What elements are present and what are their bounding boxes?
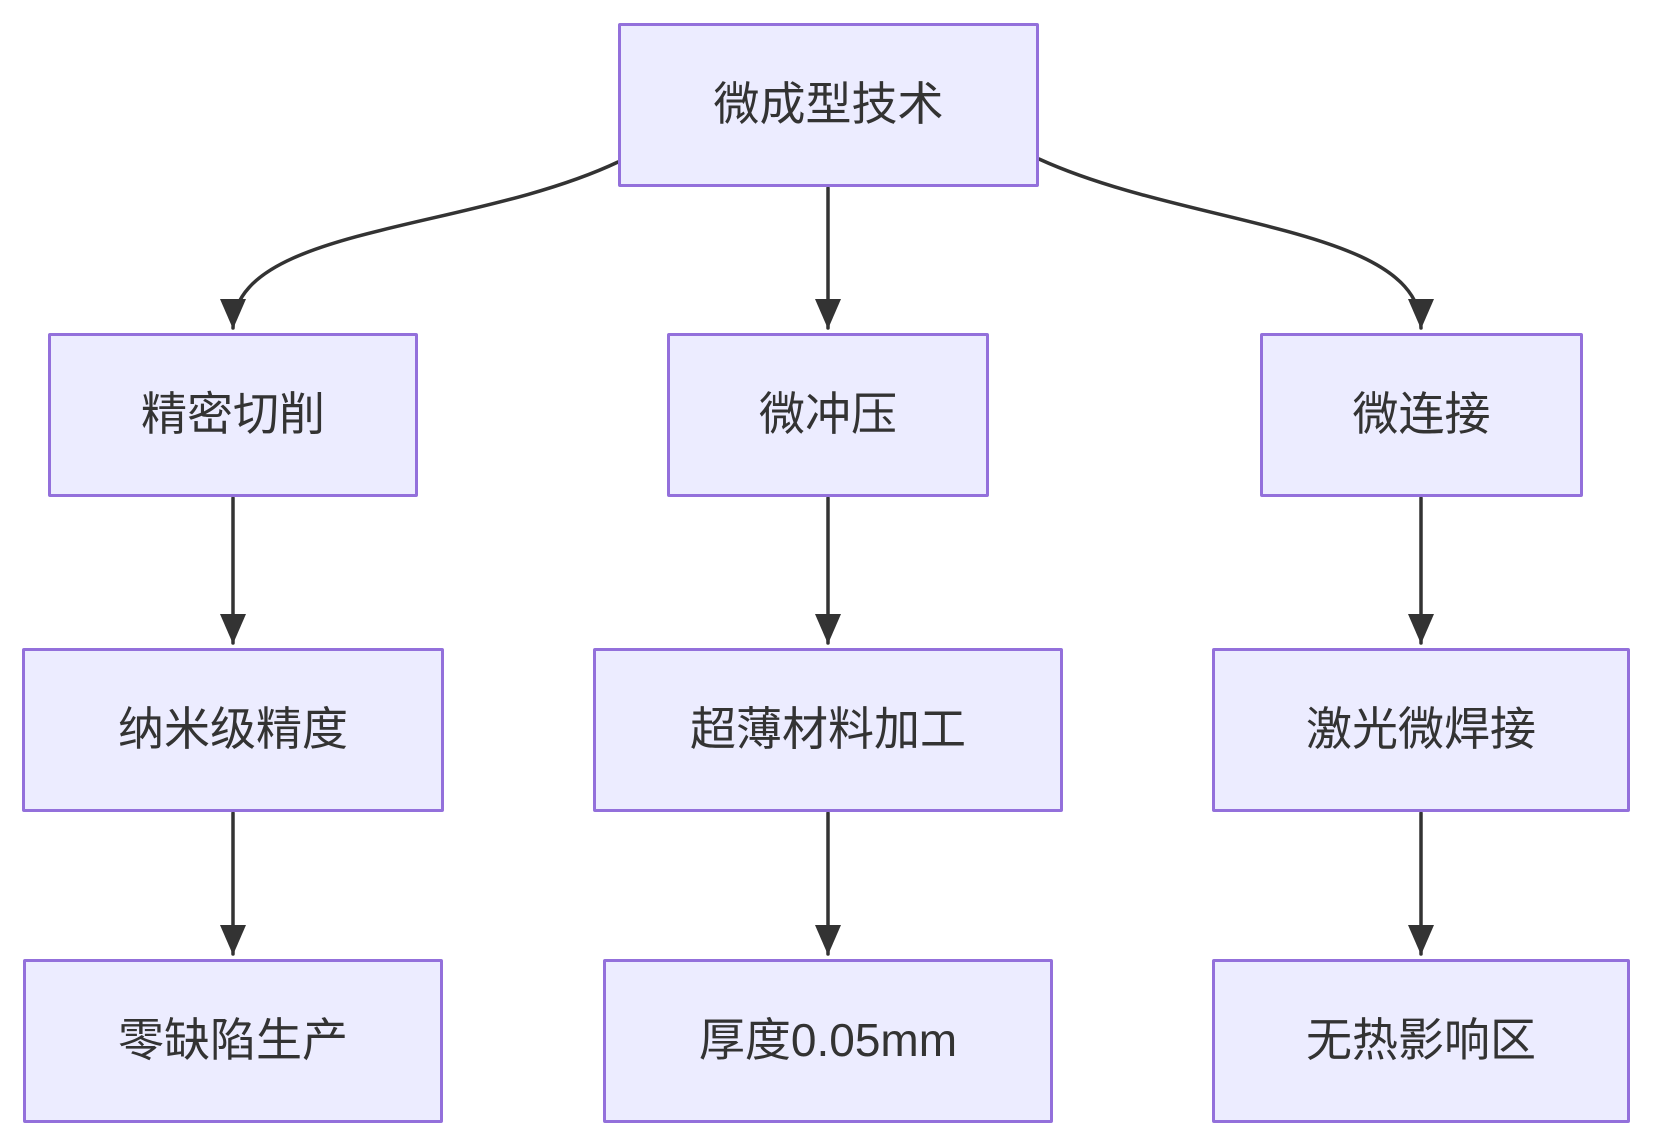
node-micro-stamping: 微冲压 xyxy=(667,333,989,497)
node-nanometer-precision: 纳米级精度 xyxy=(22,648,444,812)
node-label: 激光微焊接 xyxy=(1306,703,1536,756)
node-label: 零缺陷生产 xyxy=(118,1014,348,1067)
edge-root-joining xyxy=(1037,157,1434,330)
node-label: 厚度0.05mm xyxy=(698,1014,958,1067)
node-label: 纳米级精度 xyxy=(118,703,348,756)
node-micro-joining: 微连接 xyxy=(1260,333,1583,497)
node-no-heat-affected-zone: 无热影响区 xyxy=(1212,959,1630,1123)
node-ultrathin-material-processing: 超薄材料加工 xyxy=(593,648,1063,812)
edge-root-cutting xyxy=(220,160,620,330)
node-zero-defect-production: 零缺陷生产 xyxy=(23,959,443,1123)
node-label: 微冲压 xyxy=(759,388,897,441)
node-laser-micro-welding: 激光微焊接 xyxy=(1212,648,1630,812)
node-precision-cutting: 精密切削 xyxy=(48,333,418,497)
node-label: 精密切削 xyxy=(141,388,325,441)
node-label: 无热影响区 xyxy=(1306,1014,1536,1067)
node-micro-forming-technology: 微成型技术 xyxy=(618,23,1039,187)
node-thickness-0-05mm: 厚度0.05mm xyxy=(603,959,1053,1123)
node-label: 超薄材料加工 xyxy=(690,703,966,756)
node-label: 微成型技术 xyxy=(713,78,944,131)
node-label: 微连接 xyxy=(1352,388,1491,441)
